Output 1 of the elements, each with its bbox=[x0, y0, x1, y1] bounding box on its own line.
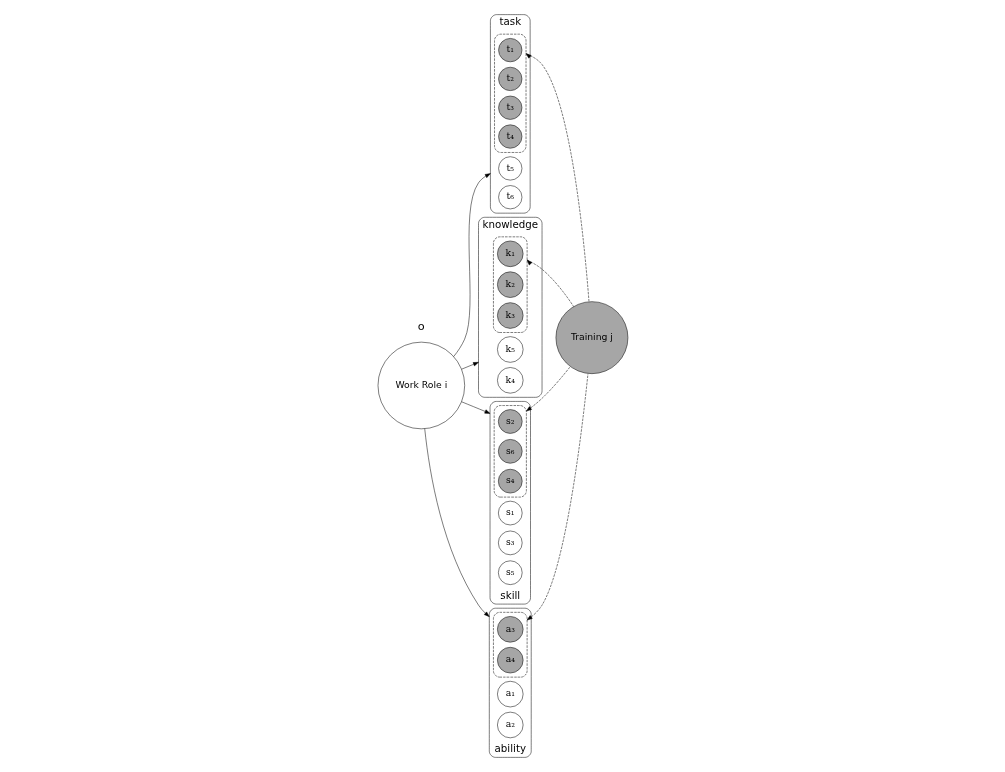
label: o bbox=[417, 320, 425, 334]
